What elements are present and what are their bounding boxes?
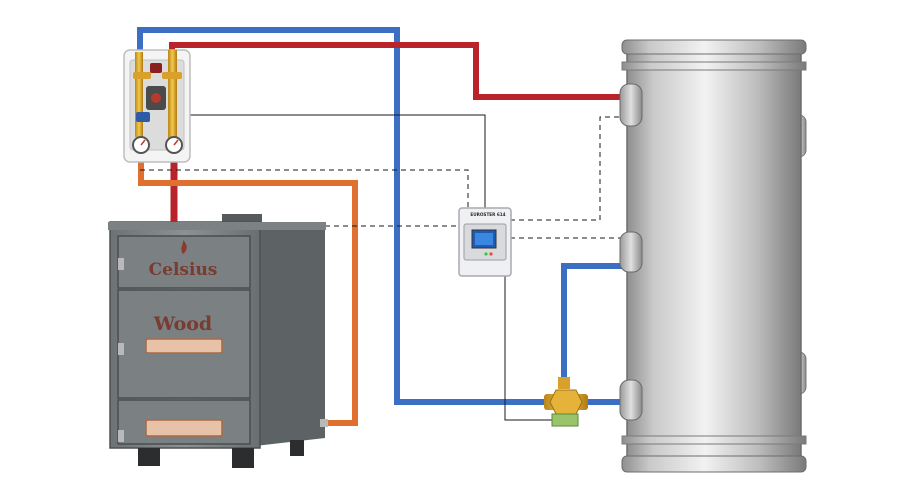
boiler-model-label: Wood: [153, 313, 212, 335]
sensor-wire-tank-top: [510, 116, 628, 221]
hot-pipe-supply: [169, 42, 628, 100]
signal-wire-pump: [183, 114, 486, 210]
return-pipe: [138, 160, 358, 426]
controller-led-green: [484, 252, 488, 256]
controller-unit: EUROSTER 614: [458, 207, 512, 277]
three-way-valve: [544, 377, 588, 427]
middle-door-handle: [145, 338, 223, 354]
bottom-door-handle: [145, 419, 223, 437]
cold-pipe-bypass: [561, 263, 626, 380]
controller-brand-label: EUROSTER 614: [470, 212, 505, 217]
pump-group: [123, 49, 191, 163]
cold-pipe-main: [137, 27, 548, 405]
tank-port-middle: [619, 231, 643, 273]
boiler-brand-label: Celsius: [149, 260, 218, 280]
signal-wire-valve: [504, 276, 552, 421]
controller-led-red: [489, 252, 493, 256]
tank-port-top: [619, 83, 643, 127]
tank-port-bottom: [619, 379, 643, 421]
wood-boiler: Celsius Wood: [108, 214, 328, 468]
sensor-wire-pump: [140, 169, 469, 210]
buffer-tank: [619, 39, 807, 473]
flame-logo-icon: [181, 240, 187, 254]
